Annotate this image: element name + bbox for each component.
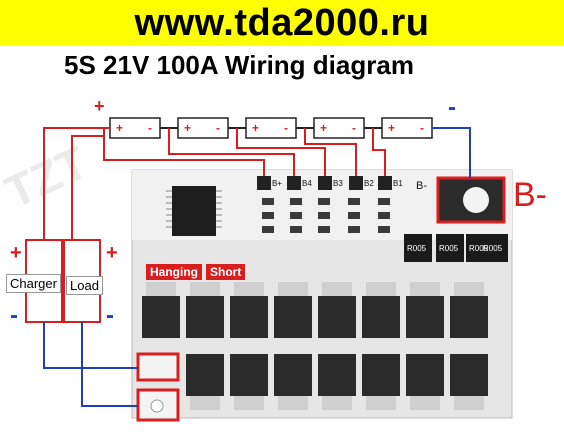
pad-label-b1: B1	[393, 179, 403, 188]
b-minus-label: B-	[513, 176, 547, 214]
cell-plus: +	[252, 121, 259, 135]
ic-chip	[172, 186, 216, 236]
battery-cells	[109, 117, 433, 139]
resistor-code: R005	[439, 244, 459, 253]
cell-minus: -	[420, 121, 424, 135]
pad-label-b-plus: B+	[272, 179, 282, 188]
charger-minus-sign: -	[10, 302, 18, 329]
load-plus-sign: +	[106, 242, 118, 264]
charger-label: Charger	[6, 274, 61, 293]
ic-pins	[166, 190, 222, 228]
load-minus-sign: -	[106, 302, 114, 329]
mosfet-row-top	[142, 296, 488, 338]
b-minus-wire	[432, 127, 471, 178]
sense-resistors	[404, 234, 508, 262]
pad-label-b4: B4	[302, 179, 312, 188]
short-label: Short	[206, 264, 246, 280]
load-label: Load	[66, 276, 103, 295]
balance-wires	[103, 127, 386, 176]
resistor-code: R005	[483, 244, 503, 253]
cell-minus: -	[148, 121, 152, 135]
diagram-title: 5S 21V 100A Wiring diagram	[64, 50, 414, 80]
b-minus-hole	[463, 187, 489, 213]
charger-plus-sign: +	[10, 242, 22, 264]
balance-pads	[257, 176, 392, 190]
cell-minus: -	[284, 121, 288, 135]
p-minus-hole	[150, 399, 164, 413]
pad-label-b3: B3	[333, 179, 343, 188]
b-minus-pcb-label: B-	[416, 180, 427, 192]
cell-plus: +	[320, 121, 327, 135]
mosfet-tabs-bottom	[190, 396, 484, 410]
cell-minus: -	[352, 121, 356, 135]
battery-plus-sign: +	[94, 96, 105, 116]
smd-components	[262, 198, 390, 233]
battery-minus-sign: -	[448, 94, 456, 121]
resistor-code: R005	[469, 244, 489, 253]
cell-minus: -	[216, 121, 220, 135]
cell-plus: +	[388, 121, 395, 135]
mosfet-tabs-top	[146, 282, 484, 296]
positive-wires	[43, 127, 104, 240]
resistor-code: R005	[407, 244, 427, 253]
p-minus-pad-top	[136, 352, 180, 382]
hanging-label: Hanging	[146, 264, 202, 280]
negative-wires	[43, 322, 138, 407]
cell-plus: +	[184, 121, 191, 135]
p-minus-pad-bottom	[136, 388, 180, 422]
mosfet-row-bottom	[186, 354, 488, 396]
top-banner	[0, 0, 564, 46]
banner-text: www.tda2000.ru	[134, 2, 430, 44]
pad-label-b2: B2	[364, 179, 374, 188]
cell-plus: +	[116, 121, 123, 135]
